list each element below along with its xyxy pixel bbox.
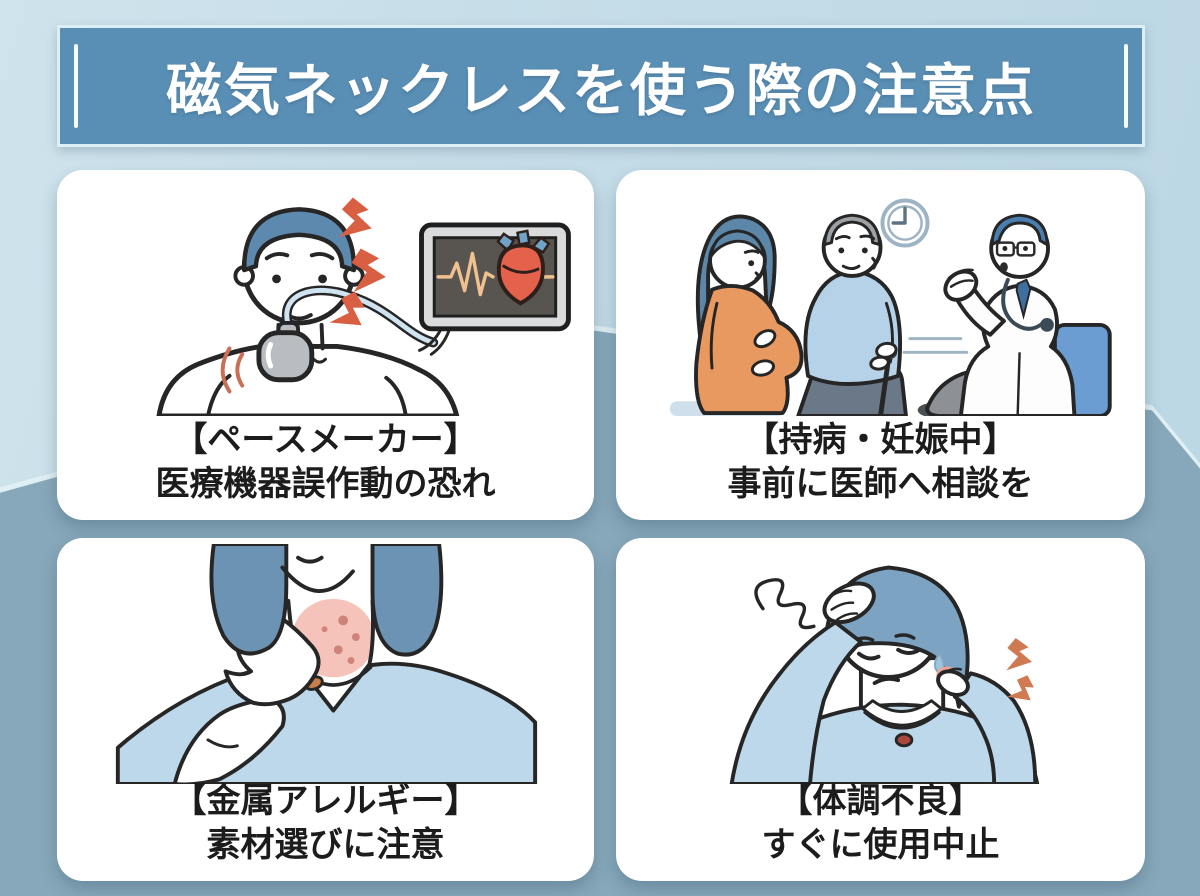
card-consultation: 【持病・妊娠中】 事前に医師へ相談を [616, 170, 1145, 520]
vibration-arcs-icon [220, 346, 245, 394]
headache-illustration [729, 565, 1040, 784]
page-title: 磁気ネックレスを使う際の注意点 [166, 58, 1036, 122]
necklace-pendant [894, 732, 914, 748]
right-sleeve [952, 671, 1038, 784]
desk-lines [902, 337, 969, 354]
man-hair [241, 207, 357, 273]
caption-heading: 【金属アレルギー】 [172, 781, 479, 820]
card-caption: 【体調不良】 すぐに使用中止 [762, 779, 1000, 881]
mouth [296, 555, 324, 564]
glasses-icon [995, 241, 1015, 257]
doctor-hair [990, 213, 1049, 247]
necklace-icon [863, 711, 941, 730]
hair-lock-right [370, 544, 444, 657]
card-poor-condition: 【体調不良】 すぐに使用中止 [616, 538, 1145, 881]
card-caption: 【金属アレルギー】 素材選びに注意 [173, 779, 479, 881]
forearm [172, 696, 286, 784]
caption-heading: 【持病・妊娠中】 [744, 420, 1017, 459]
lightning-bolt-icon [329, 197, 386, 326]
man-torso [156, 344, 460, 416]
caption-body: 事前に医師へ相談を [727, 464, 1034, 503]
pain-bolt-icon [1006, 638, 1034, 701]
frown-mouth [872, 676, 901, 686]
ecg-trace [436, 251, 495, 297]
neck-rash-illustration [115, 544, 538, 784]
doctor-icon [917, 213, 1112, 416]
gray-hair [823, 213, 881, 247]
doctor-consultation-illustration [669, 198, 1112, 416]
caption-body: 素材選びに注意 [206, 825, 445, 864]
pacemaker-illustration [156, 197, 571, 416]
sweater [803, 269, 903, 386]
ecg-monitor-icon [419, 222, 571, 332]
jawline [280, 565, 355, 593]
talking-mouth [1000, 262, 1008, 272]
rash-spots [321, 615, 360, 664]
heart-icon [496, 229, 551, 306]
clock-icon [880, 198, 930, 248]
card-metal-allergy: 【金属アレルギー】 素材選びに注意 [57, 538, 594, 881]
caption-heading: 【体調不良】 [778, 781, 983, 820]
banner-accent-bar-right [1124, 44, 1128, 128]
caption-heading: 【ペースメーカー】 [173, 420, 478, 459]
dizzy-scribble-icon [754, 578, 816, 630]
caption-body: すぐに使用中止 [761, 825, 1000, 864]
card-pacemaker: 【ペースメーカー】 医療機器誤作動の恐れ [57, 170, 594, 520]
banner-accent-bar-left [74, 44, 78, 128]
stethoscope-icon [1001, 277, 1046, 331]
hair-lock-left [209, 544, 289, 656]
pregnant-woman-icon [694, 214, 804, 416]
cane [878, 357, 891, 416]
tie [1015, 278, 1032, 320]
card-caption: 【持病・妊娠中】 事前に医師へ相談を [728, 418, 1034, 520]
caption-body: 医療機器誤作動の恐れ [155, 464, 496, 503]
maternity-dress [694, 284, 804, 416]
title-banner: 磁気ネックレスを使う際の注意点 [57, 25, 1145, 147]
neckline [861, 699, 943, 727]
hand-on-neck [936, 669, 970, 697]
pacemaker-device-icon [256, 320, 315, 383]
card-caption: 【ペースメーカー】 医療機器誤作動の恐れ [156, 418, 496, 520]
closed-eyes [856, 647, 920, 661]
elderly-man-cane-icon [796, 213, 908, 416]
